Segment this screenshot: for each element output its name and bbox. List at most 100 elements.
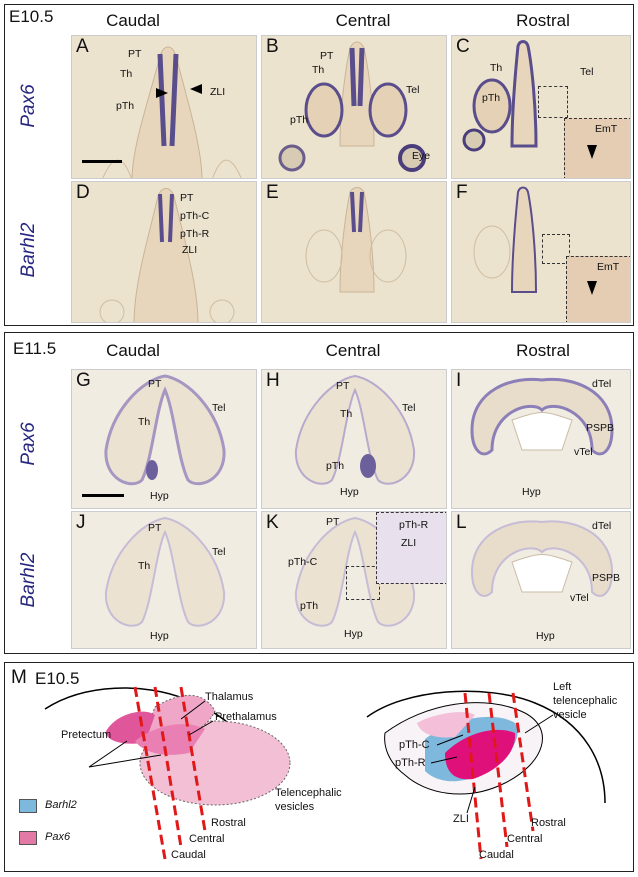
- arrowhead-icon: [190, 84, 202, 94]
- panel-letter: I: [456, 370, 462, 391]
- figure-section-e105: E10.5 Caudal Central Rostral Pax6 Barhl2…: [4, 4, 634, 326]
- label-hyp: Hyp: [150, 490, 169, 502]
- tissue-section-image: [305, 187, 407, 293]
- panel-letter: K: [266, 512, 279, 533]
- gene-label-pax6: Pax6: [18, 84, 39, 128]
- gene-label-pax6: Pax6: [18, 422, 39, 466]
- tissue-section-image: [104, 516, 226, 627]
- label-tel: Tel: [406, 84, 420, 96]
- label-pt: PT: [128, 48, 142, 60]
- label-central: Central: [189, 833, 225, 845]
- tissue-section-image: [102, 46, 242, 178]
- label-eye: Eye: [412, 150, 431, 162]
- scale-bar: [82, 160, 122, 163]
- panel-letter: E: [266, 182, 279, 203]
- schematic-diagram: [44, 686, 606, 860]
- label-left: Left: [553, 681, 572, 693]
- panel-letter: B: [266, 36, 279, 57]
- label-caudal: Caudal: [171, 849, 206, 861]
- arrowhead-icon: [587, 281, 597, 295]
- label-pth-c: pTh-C: [180, 210, 210, 222]
- inset-magnified-view: pTh-R ZLI: [376, 512, 446, 584]
- tissue-section-image: [462, 40, 538, 152]
- label-th: Th: [138, 416, 151, 428]
- panel-letter: A: [76, 36, 89, 57]
- legend-label-pax6: Pax6: [45, 831, 71, 843]
- tissue-section-image: [104, 374, 226, 486]
- gene-label-barhl2: Barhl2: [18, 552, 39, 608]
- tissue-section-image: [278, 41, 426, 172]
- micrograph-panel-h: H PT Th Tel pTh Hyp: [261, 369, 447, 509]
- arrowhead-icon: [156, 88, 168, 98]
- stage-label: E11.5: [13, 339, 57, 358]
- label-zli: ZLI: [401, 537, 417, 549]
- label-pt: PT: [336, 380, 350, 392]
- inset-box-outline: [542, 234, 570, 264]
- label-pth: pTh: [116, 100, 135, 112]
- micrograph-panel-j: J PT Th Tel Hyp: [71, 511, 257, 649]
- inset-box-outline: [538, 86, 568, 118]
- label-tel: Tel: [402, 402, 416, 414]
- panel-letter: J: [76, 512, 86, 533]
- arrowhead-icon: [587, 145, 597, 159]
- label-pt: PT: [148, 522, 162, 534]
- label-dtel: dTel: [592, 520, 612, 532]
- micrograph-panel-k: K PT pTh-R ZLI pTh-C pTh Hyp: [261, 511, 447, 649]
- micrograph-panel-b: B PT Th Tel pTh Eye: [261, 35, 447, 179]
- label-emt: EmT: [595, 123, 618, 135]
- tissue-section-image: [294, 374, 416, 485]
- label-vesicle: vesicle: [553, 709, 587, 721]
- label-vtel: vTel: [574, 446, 593, 458]
- micrograph-panel-c: C Th Tel pTh EmT: [451, 35, 631, 179]
- label-caudal: Caudal: [479, 849, 514, 861]
- inset-magnified-view: EmT: [564, 118, 630, 178]
- label-prethalamus: Prethalamus: [215, 711, 277, 723]
- column-header-central: Central: [335, 11, 391, 30]
- gene-label-barhl2: Barhl2: [18, 222, 39, 278]
- tissue-section-image: [473, 186, 538, 293]
- label-pth-r: pTh-R: [395, 757, 426, 769]
- column-header-rostral: Rostral: [516, 341, 570, 360]
- label-tel: Tel: [580, 66, 594, 78]
- tissue-section-image: [99, 188, 235, 322]
- label-telencephalic: Telencephalic: [275, 787, 342, 799]
- label-dtel: dTel: [592, 378, 612, 390]
- label-telencephalic: telencephalic: [553, 695, 618, 707]
- micrograph-panel-g: G PT Tel Th Hyp: [71, 369, 257, 509]
- label-zli: ZLI: [210, 86, 226, 98]
- label-hyp: Hyp: [536, 630, 555, 642]
- stage-label: E10.5: [9, 7, 54, 26]
- label-vesicles: vesicles: [275, 801, 315, 813]
- label-th: Th: [120, 68, 133, 80]
- label-tel: Tel: [212, 402, 226, 414]
- legend-swatch-pax6: [19, 831, 37, 845]
- label-pth-r: pTh-R: [180, 228, 210, 240]
- label-pth-c: pTh-C: [399, 739, 430, 751]
- label-pth: pTh: [482, 92, 501, 104]
- column-header-caudal: Caudal: [106, 341, 160, 360]
- label-pt: PT: [320, 50, 334, 62]
- label-pt: PT: [180, 192, 194, 204]
- column-header-central: Central: [325, 341, 381, 360]
- tissue-section-image: [470, 520, 614, 597]
- label-th: Th: [490, 62, 503, 74]
- micrograph-panel-l: L dTel PSPB vTel Hyp: [451, 511, 631, 649]
- legend-label-barhl2: Barhl2: [45, 799, 77, 811]
- column-header-rostral: Rostral: [516, 11, 570, 30]
- micrograph-panel-f: F EmT: [451, 181, 631, 323]
- label-hyp: Hyp: [522, 486, 541, 498]
- label-pth: pTh: [326, 460, 345, 472]
- label-hyp: Hyp: [150, 630, 169, 642]
- label-hyp: Hyp: [344, 628, 363, 640]
- figure-section-e115: E11.5 Caudal Central Rostral Pax6 Barhl2…: [4, 332, 634, 654]
- label-pth-c: pTh-C: [288, 556, 318, 568]
- label-thalamus: Thalamus: [205, 691, 254, 703]
- column-header-caudal: Caudal: [106, 11, 160, 30]
- label-pth: pTh: [300, 600, 319, 612]
- tissue-section-image: [470, 377, 614, 456]
- label-th: Th: [312, 64, 325, 76]
- panel-letter: M: [11, 667, 27, 688]
- scale-bar: [82, 494, 124, 497]
- micrograph-panel-e: E: [261, 181, 447, 323]
- label-pth: pTh: [290, 114, 309, 126]
